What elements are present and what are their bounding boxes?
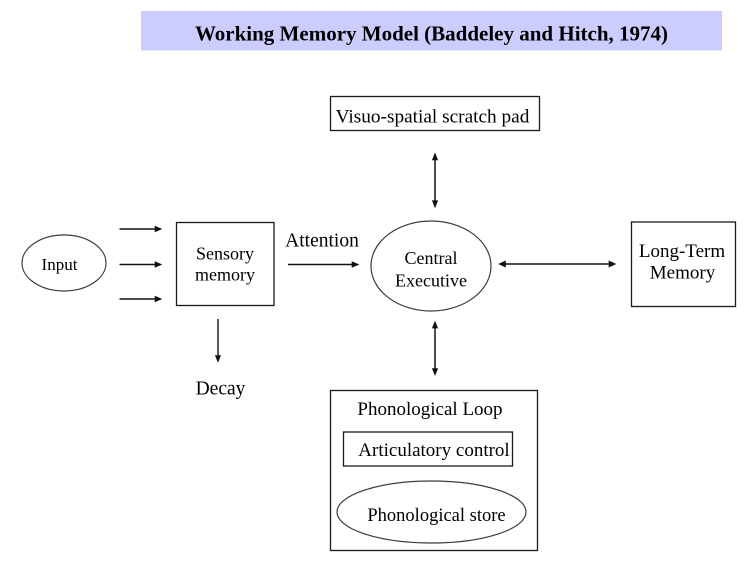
svg-text:Attention: Attention: [285, 231, 359, 252]
svg-text:Decay: Decay: [196, 378, 246, 399]
svg-text:Long-Term: Long-Term: [639, 241, 725, 262]
svg-text:Visuo-spatial scratch pad: Visuo-spatial scratch pad: [336, 107, 530, 128]
svg-text:Sensory: Sensory: [196, 243, 254, 263]
svg-text:memory: memory: [195, 265, 255, 285]
svg-text:Central: Central: [405, 248, 458, 268]
svg-text:Executive: Executive: [395, 271, 467, 291]
svg-text:Input: Input: [42, 255, 78, 274]
svg-text:Articulatory control: Articulatory control: [358, 440, 509, 461]
svg-text:Phonological Loop: Phonological Loop: [357, 399, 502, 420]
svg-text:Phonological store: Phonological store: [367, 506, 505, 526]
svg-text:Working Memory Model (Baddeley: Working Memory Model (Baddeley and Hitch…: [195, 22, 668, 46]
svg-text:Memory: Memory: [650, 263, 716, 284]
